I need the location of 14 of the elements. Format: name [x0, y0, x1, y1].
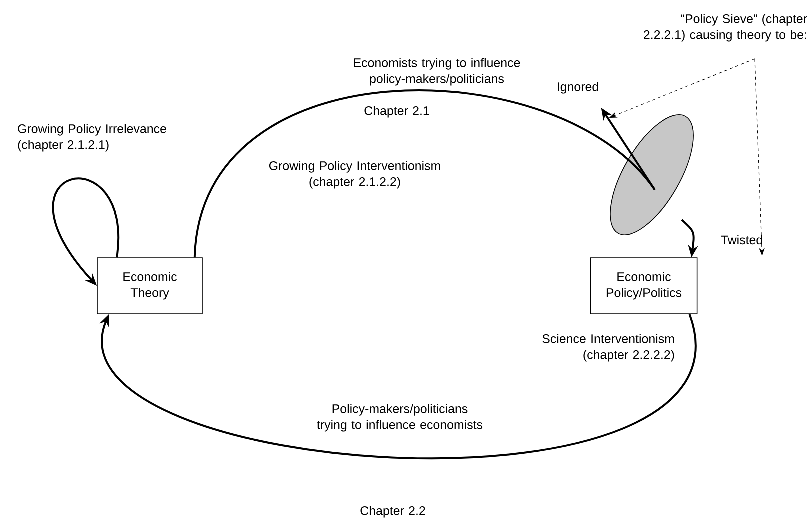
- connector-line: [194, 90, 656, 258]
- annotation-text: Science Interventionism (chapter 2.2.2.2): [542, 334, 674, 362]
- result-label: Ignored: [558, 82, 598, 94]
- process-box: Economic Theory: [97, 258, 203, 314]
- annotation-text: Chapter 2.2: [360, 506, 426, 518]
- annotation-text: “Policy Sieve” (chapter 2.2.2.1) causing theory to be:: [644, 14, 808, 42]
- process-box: Economic Policy/Politics: [590, 258, 698, 314]
- arrow: [100, 314, 695, 460]
- annotation-text: Chapter 2.1: [364, 106, 430, 118]
- result-label: Twisted: [721, 235, 762, 245]
- annotation-text: Growing Policy Interventionism (chapter 2.1.2.2): [269, 161, 440, 189]
- annotation-text: Economists trying to influence policy-makers/politicians: [354, 58, 520, 86]
- annotation-text: Growing Policy Irrelevance (chapter 2.1.2.1): [18, 124, 166, 152]
- annotation-text: Policy-makers/politicians trying to influence economists: [317, 404, 483, 432]
